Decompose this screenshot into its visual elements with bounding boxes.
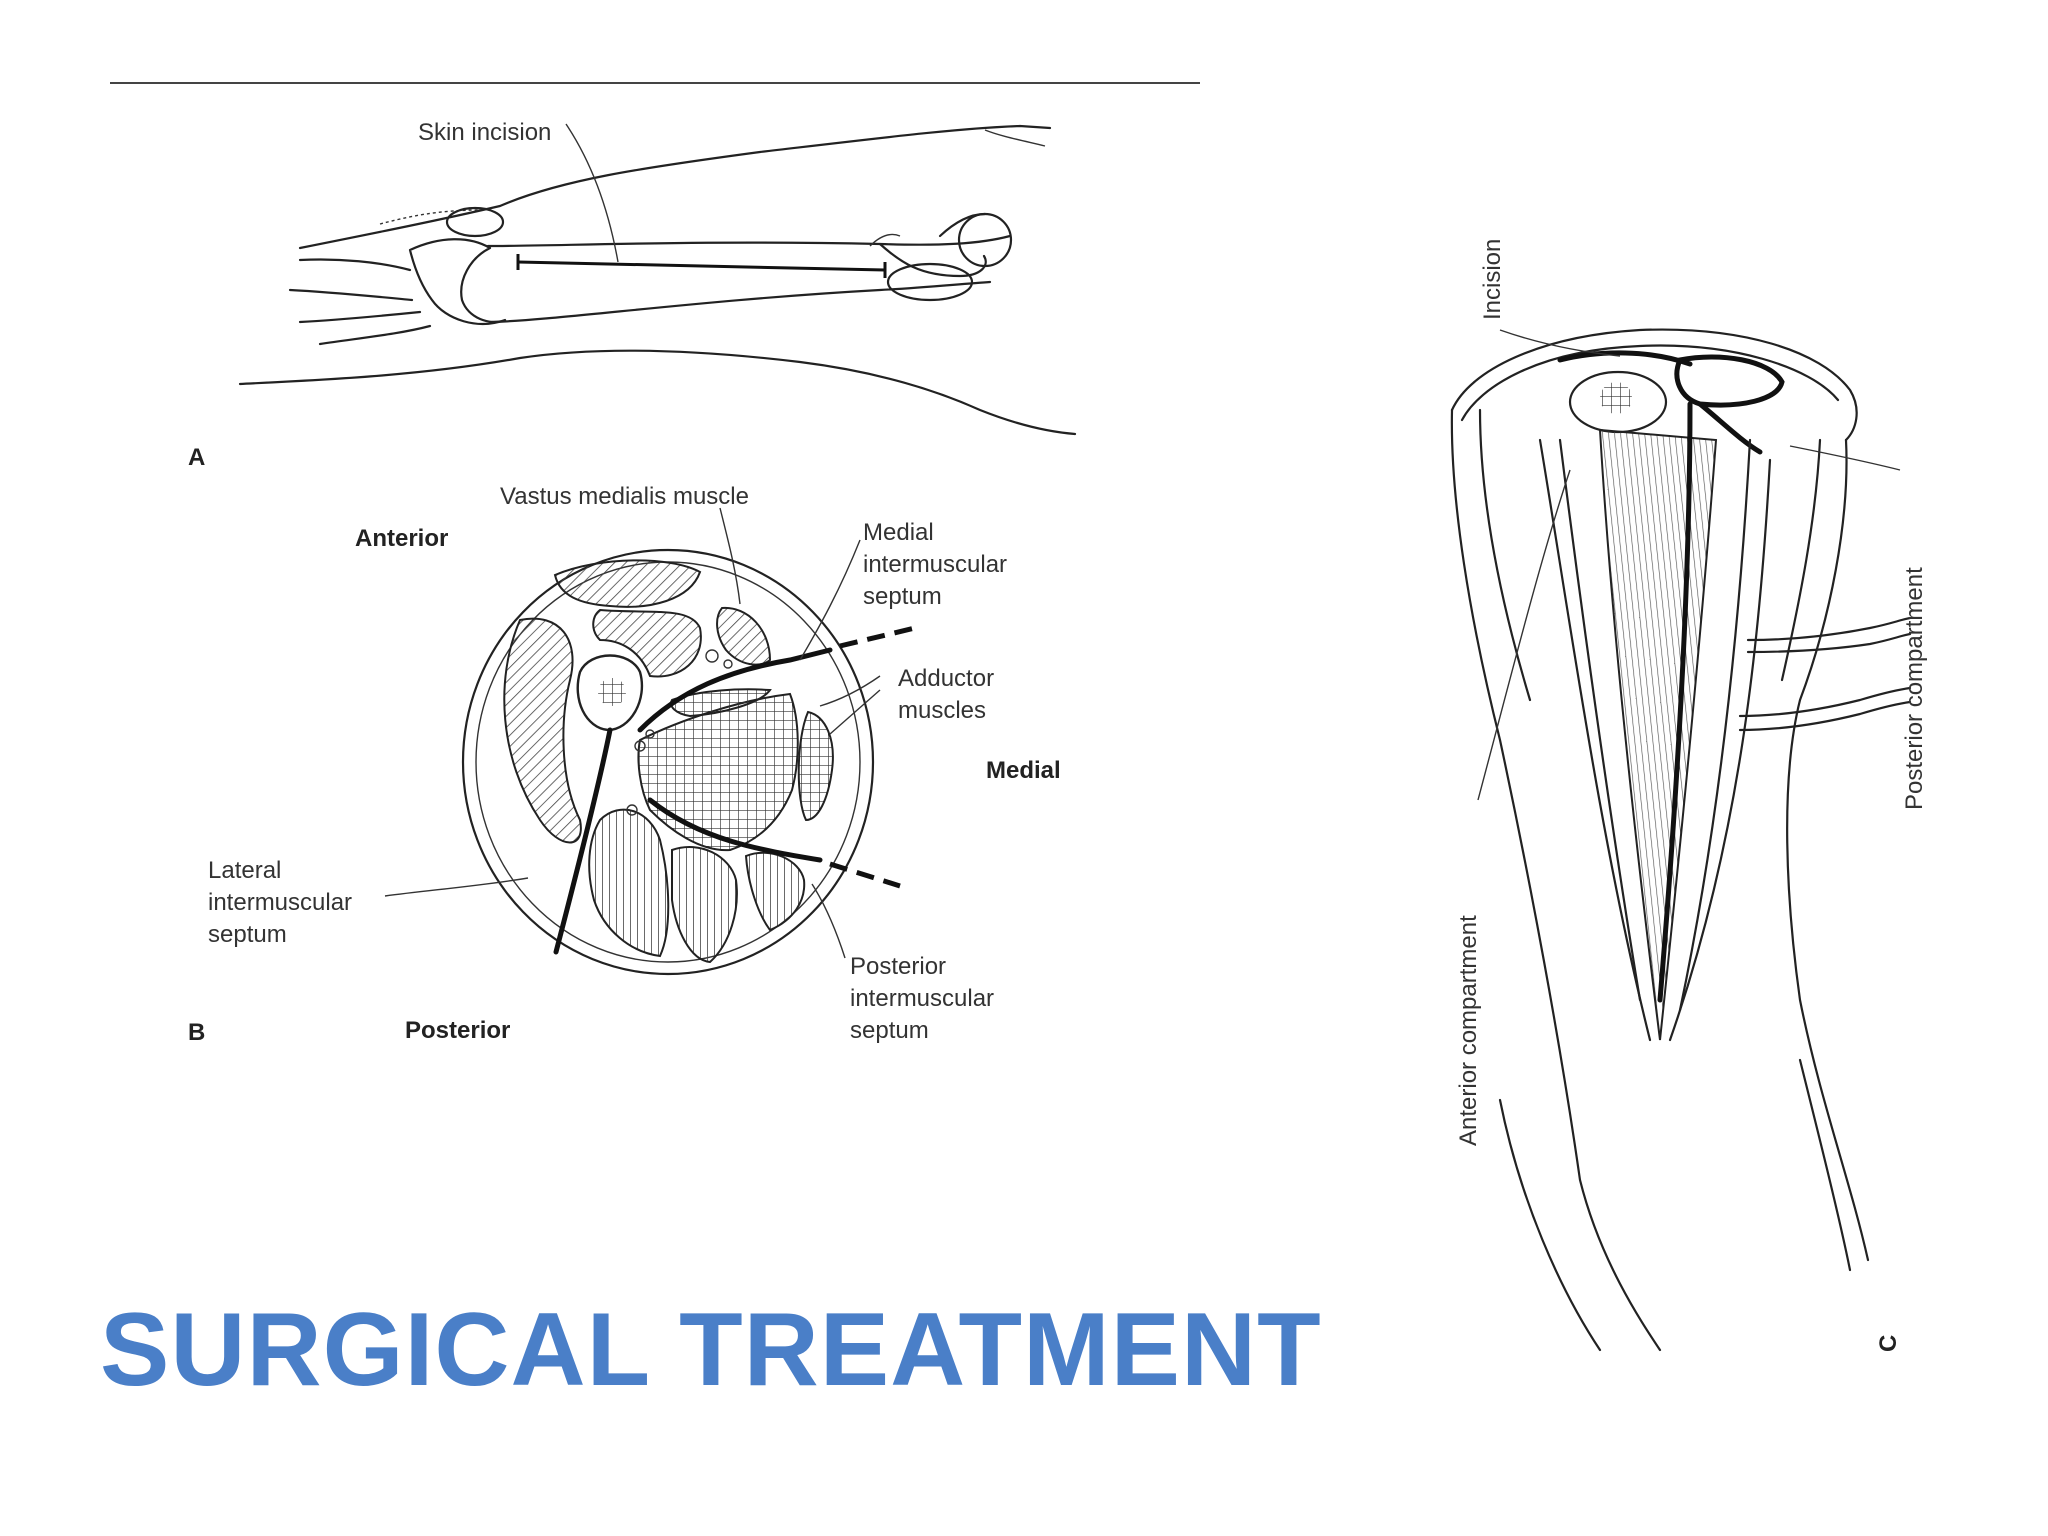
slide-title: SURGICAL TREATMENT [100, 1292, 1322, 1408]
skin-incision-label: Skin incision [418, 119, 551, 146]
medial-label: Medial [986, 757, 1061, 784]
posterior-septum-label-line2: intermuscular [850, 985, 994, 1012]
medial-septum-label-line1: Medial [863, 519, 934, 546]
posterior-compartment-label: Posterior compartment [1901, 567, 1928, 810]
medial-septum-label-line3: septum [863, 583, 942, 610]
lateral-septum-label-line1: Lateral [208, 857, 281, 884]
adductor-label-line2: muscles [898, 697, 986, 724]
anterior-compartment-label: Anterior compartment [1455, 915, 1482, 1146]
vastus-medialis-label: Vastus medialis muscle [500, 483, 749, 510]
posterior-label: Posterior [405, 1017, 510, 1044]
panel-c-letter: C [1875, 1335, 1902, 1352]
medial-septum-label-line2: intermuscular [863, 551, 1007, 578]
incision-label: Incision [1479, 239, 1506, 320]
panel-b-cross-section [384, 507, 916, 976]
adductor-label-line1: Adductor [898, 665, 994, 692]
panel-b-letter: B [188, 1019, 205, 1046]
posterior-septum-label-line1: Posterior [850, 953, 946, 980]
anterior-label: Anterior [355, 525, 448, 552]
lateral-septum-label-line2: intermuscular [208, 889, 352, 916]
panel-a-letter: A [188, 444, 205, 471]
lateral-septum-label-line3: septum [208, 921, 287, 948]
panel-c-thigh-drawing [1450, 328, 1912, 1352]
panel-a-thigh-drawing [238, 123, 1077, 436]
posterior-septum-label-line3: septum [850, 1017, 929, 1044]
